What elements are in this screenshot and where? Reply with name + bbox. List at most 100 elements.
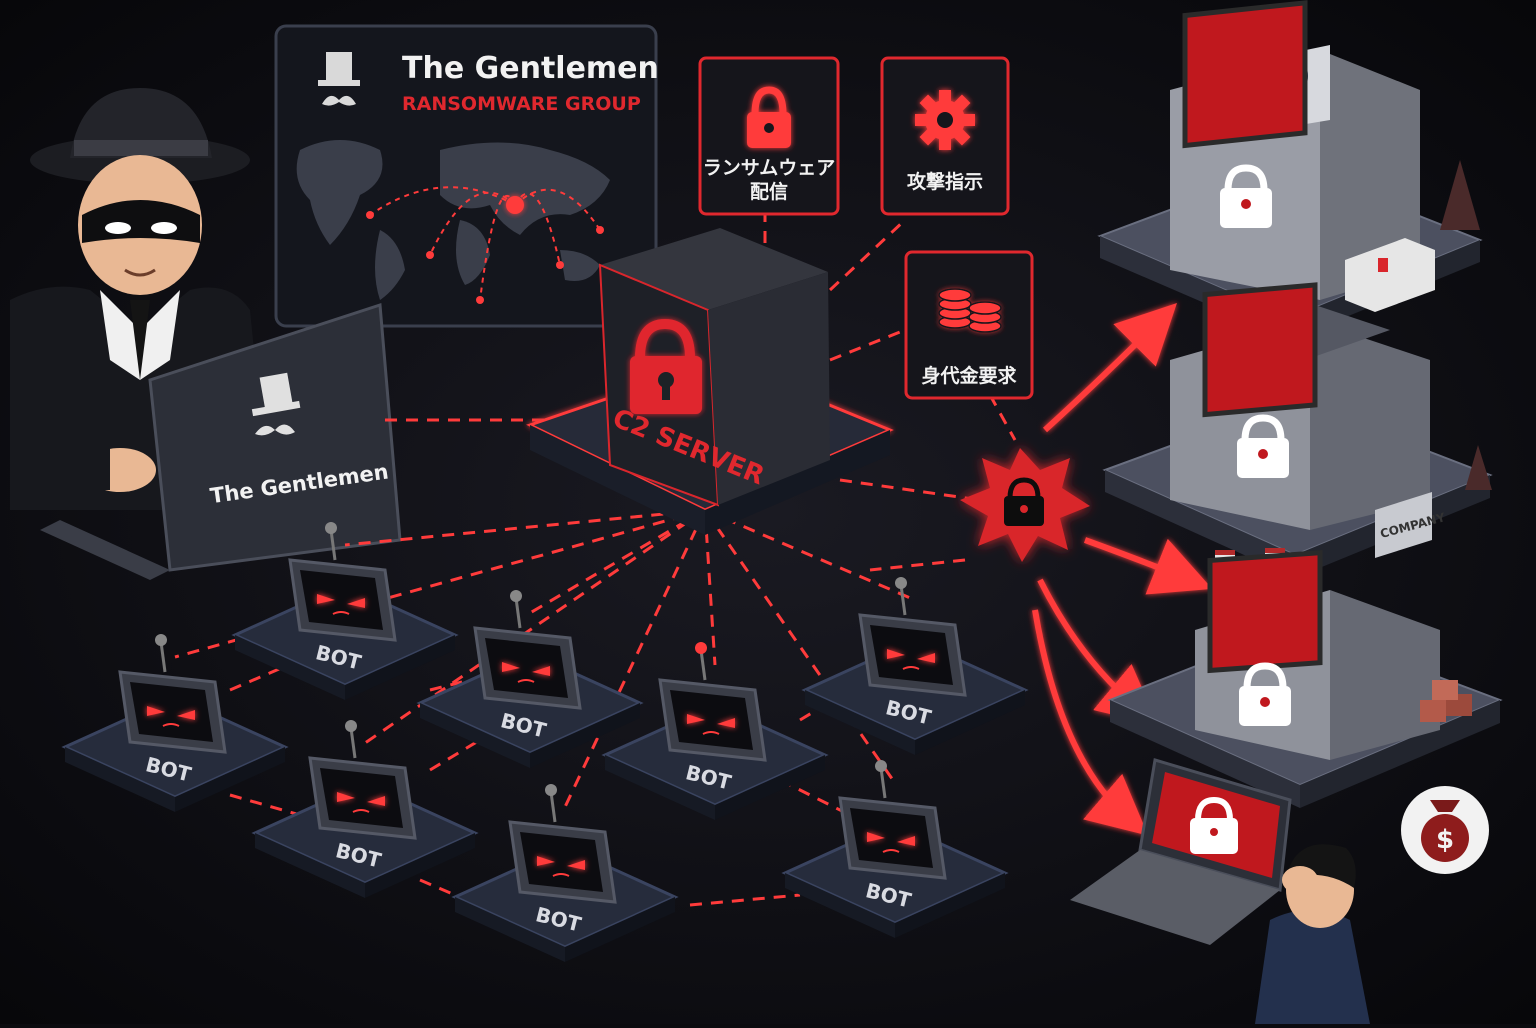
map-hub-node bbox=[506, 196, 524, 214]
locked-screen bbox=[1182, 0, 1308, 149]
link-bot-to-bot bbox=[429, 678, 471, 692]
group-title: The Gentlemen bbox=[402, 51, 659, 86]
money-symbol: $ bbox=[1436, 825, 1454, 855]
bot-platform-side bbox=[915, 690, 1025, 755]
link-server-to-bot bbox=[703, 509, 897, 784]
bot-eye bbox=[717, 718, 735, 728]
link-server-to-bot bbox=[174, 508, 706, 659]
link-server-to-burst bbox=[839, 478, 981, 502]
bot-platform-side bbox=[420, 703, 530, 768]
target-victim-laptop: $ bbox=[1070, 758, 1489, 1024]
company-sign: COMPANY bbox=[1375, 492, 1447, 558]
command-box-label: 身代金要求 bbox=[921, 364, 1017, 387]
bot-antenna bbox=[349, 727, 357, 759]
group-info-panel: The Gentlemen RANSOMWARE GROUP bbox=[274, 24, 659, 328]
attack-burst bbox=[960, 448, 1090, 562]
padlock-icon bbox=[747, 86, 791, 148]
bot-screen bbox=[300, 570, 383, 630]
bot-eye bbox=[347, 598, 365, 608]
padlock-icon bbox=[1239, 662, 1291, 726]
map-node bbox=[476, 296, 484, 304]
bot-screen bbox=[850, 808, 933, 868]
crates-icon bbox=[1420, 680, 1472, 722]
bot-platform-side bbox=[365, 833, 475, 898]
c2-server: C2 SERVER bbox=[526, 228, 894, 535]
map-route-line bbox=[429, 191, 516, 256]
bot-platform-side bbox=[785, 873, 895, 938]
padlock-icon bbox=[1237, 414, 1289, 478]
link-bot-to-bot bbox=[689, 893, 801, 907]
bot-node: BOT bbox=[231, 522, 459, 700]
map-node bbox=[366, 211, 374, 219]
map-node bbox=[596, 226, 604, 234]
link-server-to-cmd-ransom bbox=[829, 328, 906, 362]
bot-node: BOT bbox=[416, 590, 644, 768]
bot-node: BOT bbox=[601, 642, 829, 820]
laptop-lid bbox=[148, 302, 402, 572]
bot-mouth bbox=[162, 723, 180, 727]
bot-antenna bbox=[514, 597, 522, 629]
command-box-label: 配信 bbox=[750, 180, 788, 203]
bot-antenna-tip bbox=[875, 760, 887, 772]
bot-antenna-tip bbox=[695, 642, 707, 654]
bot-mouth bbox=[882, 849, 900, 853]
bot-platform-side bbox=[455, 897, 565, 962]
bot-node: BOT bbox=[781, 760, 1009, 938]
bot-node: BOT bbox=[61, 634, 289, 812]
locked-screen bbox=[1202, 282, 1318, 418]
bot-platform-side bbox=[895, 873, 1005, 938]
bot-eye bbox=[337, 792, 355, 802]
bot-mouth bbox=[332, 611, 350, 615]
tree-icon bbox=[1440, 160, 1480, 230]
bot-platform-side bbox=[530, 703, 640, 768]
bot-antenna bbox=[159, 641, 167, 673]
bot-antenna bbox=[329, 529, 337, 561]
bot-node: BOT bbox=[801, 577, 1029, 755]
world-map-icon bbox=[296, 140, 610, 300]
bot-screen bbox=[130, 682, 213, 742]
server-top bbox=[600, 228, 828, 310]
bot-antenna-tip bbox=[510, 590, 522, 602]
link-server-to-bot bbox=[703, 509, 717, 666]
link-server-to-bot bbox=[704, 508, 916, 602]
arrow-company bbox=[1083, 537, 1213, 595]
locked-screen bbox=[1207, 550, 1323, 674]
bot-antenna bbox=[879, 767, 887, 799]
bot-eye bbox=[367, 796, 385, 806]
bot-platform-side bbox=[715, 755, 825, 820]
bot-mouth bbox=[552, 873, 570, 877]
bot-node: BOT bbox=[251, 720, 479, 898]
arrow-victim bbox=[1032, 609, 1149, 836]
bot-antenna bbox=[699, 649, 707, 681]
target-company: COMPANY bbox=[1102, 282, 1493, 578]
link-server-to-bot bbox=[344, 508, 706, 547]
bot-eye bbox=[177, 710, 195, 720]
top-hat-mustache-icon bbox=[251, 372, 301, 436]
command-box-ransom: 身代金要求 bbox=[904, 250, 1034, 400]
bot-platform-side bbox=[605, 755, 715, 820]
attack-routes bbox=[366, 186, 604, 304]
bot-mouth bbox=[702, 731, 720, 735]
link-server-to-cmd-attack bbox=[828, 218, 907, 292]
bot-platform-side bbox=[255, 833, 365, 898]
link-bot-to-bot bbox=[429, 738, 481, 772]
bot-node: BOT bbox=[451, 784, 679, 962]
link-server-to-bot bbox=[529, 508, 706, 615]
command-box-label: 攻撃指示 bbox=[907, 170, 983, 193]
bot-mouth bbox=[902, 666, 920, 670]
bot-screen bbox=[320, 768, 403, 828]
map-route-line bbox=[514, 188, 601, 231]
bot-screen bbox=[870, 625, 953, 685]
bot-antenna-tip bbox=[895, 577, 907, 589]
bot-eye bbox=[532, 666, 550, 676]
coin-stack-icon bbox=[938, 288, 1002, 333]
bot-platform-side bbox=[345, 635, 455, 700]
hacker-laptop: The Gentlemen bbox=[40, 302, 402, 580]
map-route-line bbox=[479, 194, 516, 301]
bot-eye bbox=[917, 653, 935, 663]
tree-icon bbox=[1465, 445, 1492, 490]
link-cmd-ransom-to-burst bbox=[988, 394, 1017, 441]
arrow-hospital bbox=[1042, 303, 1177, 433]
